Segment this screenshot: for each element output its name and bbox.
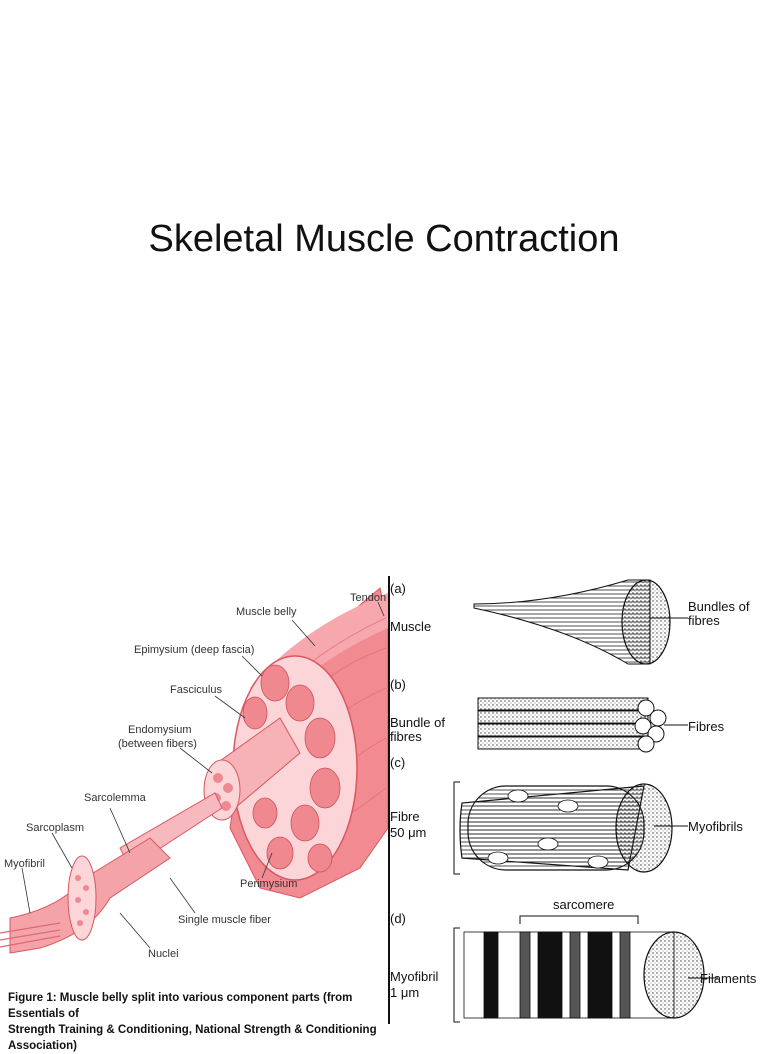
label-b-letter: (b) (390, 677, 406, 692)
slide-title: Skeletal Muscle Contraction (148, 218, 620, 260)
label-muscle-belly: Muscle belly (236, 606, 297, 618)
figure-divider (388, 576, 390, 1024)
label-single-muscle-fiber: Single muscle fiber (178, 914, 271, 926)
label-myofibril: Myofibril (4, 858, 45, 870)
figure-caption: Figure 1: Muscle belly split into variou… (8, 990, 388, 1054)
label-fibre-size: 50 μm (390, 825, 427, 840)
label-fasciculus: Fasciculus (170, 684, 222, 696)
label-d-letter: (d) (390, 911, 406, 926)
label-myofibril-size: 1 μm (390, 985, 420, 1000)
label-myofibrils: Myofibrils (688, 819, 743, 834)
label-muscle: Muscle (390, 619, 432, 634)
label-bundles-of-fibres: Bundles of fibres (688, 599, 750, 628)
caption-line-2: Strength Training & Conditioning, Nation… (8, 1024, 377, 1052)
label-fibre: Fibre (390, 809, 420, 824)
muscle-anatomy-figure: Tendon Muscle belly Epimysium (deep fasc… (0, 568, 390, 1024)
label-sarcomere: sarcomere (553, 897, 615, 912)
label-fibres: Fibres (688, 719, 725, 734)
label-sarcoplasm: Sarcoplasm (26, 822, 85, 834)
label-c-letter: (c) (390, 755, 406, 770)
label-a-letter: (a) (390, 581, 406, 596)
label-tendon: Tendon (350, 592, 387, 604)
muscle-anatomy-illustration (0, 587, 389, 954)
label-myofibril-d: Myofibril (390, 969, 439, 984)
label-perimysium: Perimysium (240, 878, 298, 890)
muscle-hierarchy-illustration (453, 579, 718, 1023)
label-filaments: Filaments (700, 971, 757, 986)
caption-line-1: Figure 1: Muscle belly split into variou… (8, 992, 353, 1020)
muscle-hierarchy-figure: (a) Muscle Bundles of fibres (b) Bundle … (388, 568, 768, 1024)
label-endomysium: Endomysium (128, 724, 192, 736)
label-epimysium: Epimysium (deep fascia) (134, 644, 255, 656)
label-bundle-of-fibres: Bundle of fibres (390, 715, 445, 744)
label-sarcolemma: Sarcolemma (84, 792, 146, 804)
label-nuclei: Nuclei (148, 948, 179, 960)
label-endomysium-sub: (between fibers) (118, 738, 197, 750)
